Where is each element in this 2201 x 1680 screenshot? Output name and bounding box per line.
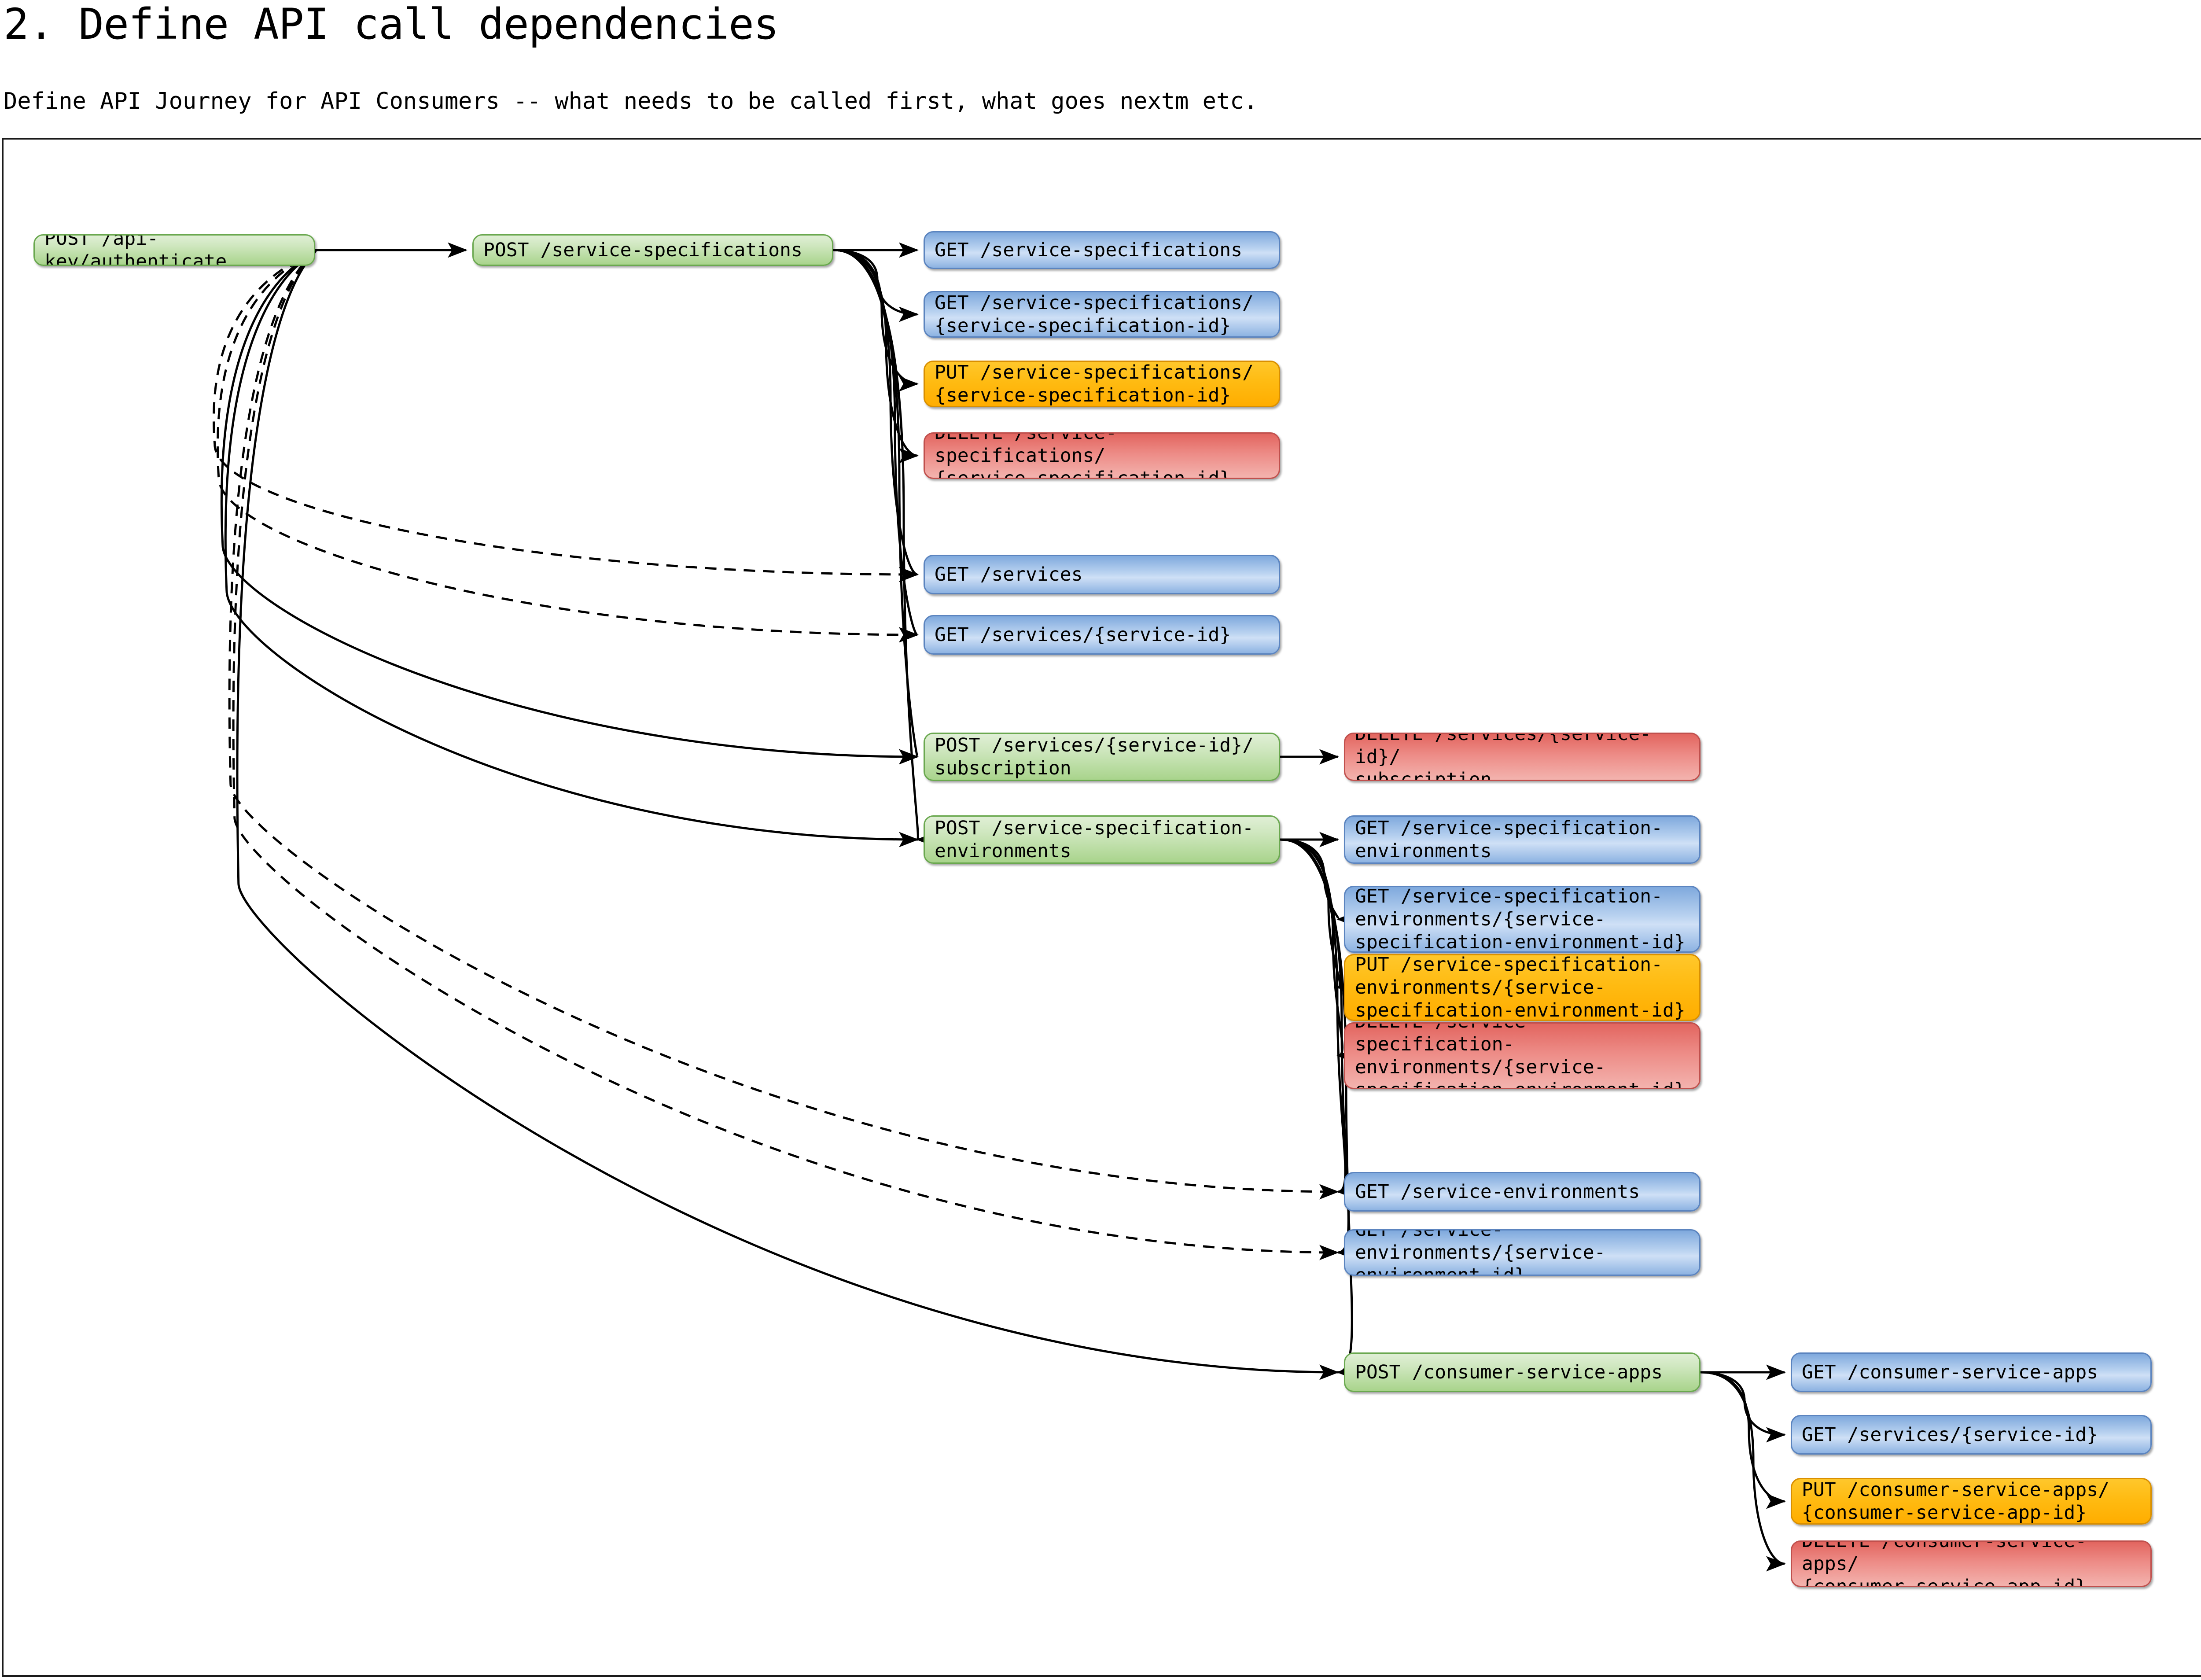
api-node-post-sse[interactable]: POST /service-specification- environment… bbox=[924, 815, 1280, 864]
api-node-label: POST /consumer-service-apps bbox=[1355, 1361, 1663, 1383]
api-node-label: DELETE /service-specification- environme… bbox=[1355, 1024, 1686, 1088]
api-node-label: GET /services/{service-id} bbox=[1802, 1424, 2098, 1446]
api-node-put-ss-id[interactable]: PUT /service-specifications/ {service-sp… bbox=[924, 361, 1280, 407]
api-node-label: DELETE /services/{service-id}/ subscript… bbox=[1355, 733, 1652, 781]
api-node-delete-sub[interactable]: DELETE /services/{service-id}/ subscript… bbox=[1344, 733, 1700, 781]
api-node-label: GET /services/{service-id} bbox=[935, 624, 1231, 646]
api-node-label: GET /service-environments bbox=[1355, 1181, 1640, 1203]
api-node-label: GET /consumer-service-apps bbox=[1802, 1361, 2098, 1383]
edge-auth-to-get-se-id bbox=[232, 249, 1340, 1260]
api-node-get-se[interactable]: GET /service-environments bbox=[1344, 1172, 1700, 1212]
api-node-get-ss-id[interactable]: GET /service-specifications/ {service-sp… bbox=[924, 291, 1280, 338]
api-node-delete-csa-id[interactable]: DELETE /consumer-service-apps/ {consumer… bbox=[1791, 1540, 2152, 1587]
api-node-delete-sse-id[interactable]: DELETE /service-specification- environme… bbox=[1344, 1022, 1700, 1089]
edge-auth-to-post-csa bbox=[236, 249, 1340, 1380]
edge-post-csa-to-delete-csa-id bbox=[1700, 1371, 1786, 1572]
edge-post-sse-to-get-se bbox=[1280, 838, 1357, 1200]
edge-auth-to-get-services-id bbox=[217, 249, 919, 643]
api-node-label: PUT /consumer-service-apps/ {consumer-se… bbox=[1802, 1479, 2109, 1524]
edge-post-ss-to-post-sse bbox=[833, 249, 936, 847]
api-node-label: GET /service-specification- environments bbox=[1355, 817, 1663, 862]
edge-layer bbox=[213, 242, 1786, 1572]
api-node-put-sse-id[interactable]: PUT /service-specification- environments… bbox=[1344, 954, 1700, 1021]
edge-auth-to-get-se bbox=[228, 249, 1340, 1200]
api-node-label: GET /service-specifications bbox=[935, 239, 1242, 261]
api-node-post-sub[interactable]: POST /services/{service-id}/ subscriptio… bbox=[924, 733, 1280, 781]
edge-post-sse-to-delete-sse-id bbox=[1280, 838, 1357, 1064]
api-node-label: GET /service-specifications/ {service-sp… bbox=[935, 292, 1254, 337]
api-node-post-ss[interactable]: POST /service-specifications bbox=[472, 234, 833, 266]
api-node-get-services[interactable]: GET /services bbox=[924, 555, 1280, 594]
api-node-label: PUT /service-specification- environments… bbox=[1355, 954, 1686, 1021]
edge-post-csa-to-get-svc-id2 bbox=[1700, 1371, 1786, 1443]
edge-auth-to-get-services bbox=[213, 249, 919, 582]
edges-group bbox=[213, 242, 1786, 1572]
edge-auth-to-post-sub bbox=[220, 249, 919, 765]
api-node-get-sse[interactable]: GET /service-specification- environments bbox=[1344, 815, 1700, 864]
api-node-get-services-id[interactable]: GET /services/{service-id} bbox=[924, 615, 1280, 655]
api-node-label: POST /services/{service-id}/ subscriptio… bbox=[935, 734, 1254, 779]
api-node-get-ss[interactable]: GET /service-specifications bbox=[924, 231, 1280, 269]
api-node-label: DELETE /consumer-service-apps/ {consumer… bbox=[1802, 1540, 2087, 1587]
api-node-put-csa-id[interactable]: PUT /consumer-service-apps/ {consumer-se… bbox=[1791, 1478, 2152, 1525]
api-node-get-svc-id2[interactable]: GET /services/{service-id} bbox=[1791, 1415, 2152, 1455]
api-node-post-csa[interactable]: POST /consumer-service-apps bbox=[1344, 1352, 1700, 1392]
api-node-label: PUT /service-specifications/ {service-sp… bbox=[935, 361, 1254, 406]
page-title: 2. Define API call dependencies bbox=[4, 0, 779, 49]
api-node-label: GET /service-environments/{service- envi… bbox=[1355, 1229, 1606, 1276]
api-node-label: GET /service-specification- environments… bbox=[1355, 886, 1686, 953]
api-node-get-sse-id[interactable]: GET /service-specification- environments… bbox=[1344, 886, 1700, 953]
api-node-label: POST /service-specification- environment… bbox=[935, 817, 1254, 862]
api-node-delete-ss-id[interactable]: DELETE /service-specifications/ {service… bbox=[924, 432, 1280, 479]
api-node-auth[interactable]: POST /api-key/authenticate bbox=[33, 234, 315, 266]
api-node-get-se-id[interactable]: GET /service-environments/{service- envi… bbox=[1344, 1229, 1700, 1276]
api-node-label: POST /service-specifications bbox=[483, 239, 802, 261]
edge-auth-to-post-sse bbox=[224, 249, 919, 847]
page-subtitle: Define API Journey for API Consumers -- … bbox=[4, 88, 1258, 114]
api-node-label: GET /services bbox=[935, 564, 1083, 586]
api-node-get-csa[interactable]: GET /consumer-service-apps bbox=[1791, 1352, 2152, 1392]
api-node-label: DELETE /service-specifications/ {service… bbox=[935, 432, 1231, 479]
api-node-label: POST /api-key/authenticate bbox=[44, 234, 227, 266]
